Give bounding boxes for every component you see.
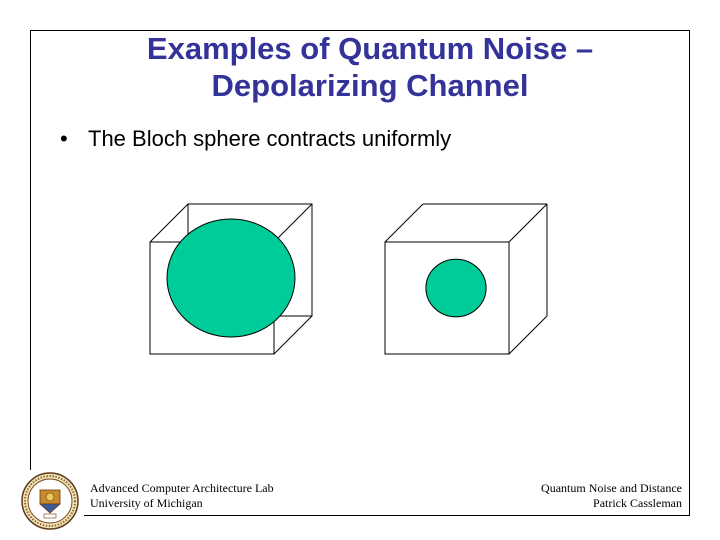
slide-title-line-1: Examples of Quantum Noise – [146,31,594,66]
cube-after-edge [384,203,424,243]
slide-frame-right [689,30,690,516]
slide-frame-top [30,30,690,31]
university-seal-logo [21,472,79,530]
cube-before-edge [273,203,313,243]
cube-before-edge [273,315,313,355]
footer-lab-name: Advanced Computer Architecture Lab [90,481,274,495]
slide-frame-left [30,30,31,470]
cube-before-edge [149,203,189,243]
cube-after-edge [508,203,548,243]
footer-left: Advanced Computer Architecture Lab Unive… [90,481,274,511]
slide-frame-bottom [84,515,690,516]
slide-title-line-2: Depolarizing Channel [211,68,529,103]
slide-title: Examples of Quantum Noise – Depolarizing… [40,30,700,104]
footer-author: Patrick Cassleman [593,496,682,510]
footer-right: Quantum Noise and Distance Patrick Cassl… [541,481,682,511]
bullet-item: • The Bloch sphere contracts uniformly [60,126,451,152]
cube-after-edge [508,315,548,355]
bloch-sphere-before [166,218,296,338]
footer-talk-title: Quantum Noise and Distance [541,481,682,495]
footer-university: University of Michigan [90,496,203,510]
bullet-text: The Bloch sphere contracts uniformly [88,126,452,151]
bloch-sphere-after [425,258,487,318]
bullet-marker: • [60,126,68,151]
